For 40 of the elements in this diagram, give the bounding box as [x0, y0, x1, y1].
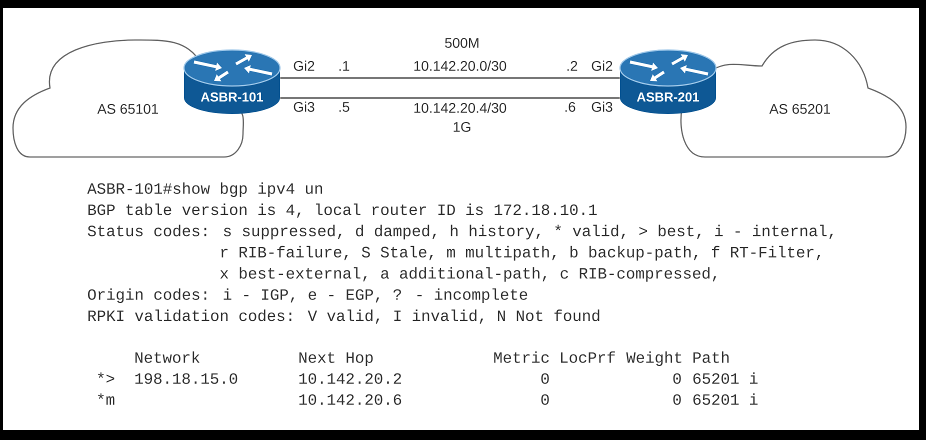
connection-line: [280, 97, 620, 99]
interface-label: Gi3: [294, 102, 314, 112]
interface-label: Gi2: [294, 60, 314, 71]
output-text: Origin codes: i - IGP, e - EGP, ? - incomplete: [88, 288, 528, 303]
address-label: .1: [339, 61, 350, 71]
column-header: Next Hop: [299, 352, 373, 366]
column-header: LocPrf: [561, 351, 615, 363]
output-text: BGP table version is 4, local router ID is 172.18.10.1: [88, 204, 597, 218]
column-header: Weight: [626, 351, 682, 366]
table-cell: 198.18.15.0: [135, 373, 238, 384]
bandwidth-label: 1G: [454, 122, 470, 132]
column-header: Metric: [494, 351, 549, 363]
interface-label: Gi3: [592, 102, 612, 112]
table-cell: 10.142.20.2: [299, 373, 402, 384]
edge-label: 10.142.20.0/30: [414, 60, 506, 71]
table-cell: 0: [673, 373, 681, 384]
table-cell: 65201 i: [693, 372, 758, 384]
column-header: Network: [135, 351, 200, 363]
status-code: *>: [98, 372, 114, 383]
table-cell: 0: [541, 373, 549, 384]
output-text: x best-external, a additional-path, c RIB-compressed,: [220, 267, 716, 282]
table-cell: 10.142.20.6: [299, 394, 402, 405]
table-cell: 0: [673, 394, 681, 405]
address-label: .6: [565, 102, 576, 112]
connection-line: [280, 77, 620, 79]
interface-label: Gi2: [592, 60, 612, 71]
edge-label: 10.142.20.4/30: [414, 102, 506, 113]
command-text: ASBR-101#show bgp ipv4 un: [87, 182, 322, 197]
table-cell: 0: [541, 394, 549, 405]
output-text: RPKI validation codes: V valid, I invalid, N Not found: [88, 310, 600, 324]
address-label: .2: [567, 60, 578, 71]
output-text: r RIB-failure, S Stale, m multipath, b backup-path, f RT-Filter,: [221, 246, 820, 261]
bandwidth-label: 500M: [445, 38, 478, 48]
table-cell: 65201 i: [693, 393, 758, 405]
status-code: *m: [98, 393, 114, 405]
column-header: Path: [693, 351, 729, 363]
output-text: Status codes: s suppressed, d damped, h history, * valid, > best, i - internal,: [88, 224, 833, 240]
router: ASBR-101: [183, 49, 281, 114]
address-label: .5: [339, 102, 350, 112]
router: ASBR-201: [619, 49, 717, 114]
